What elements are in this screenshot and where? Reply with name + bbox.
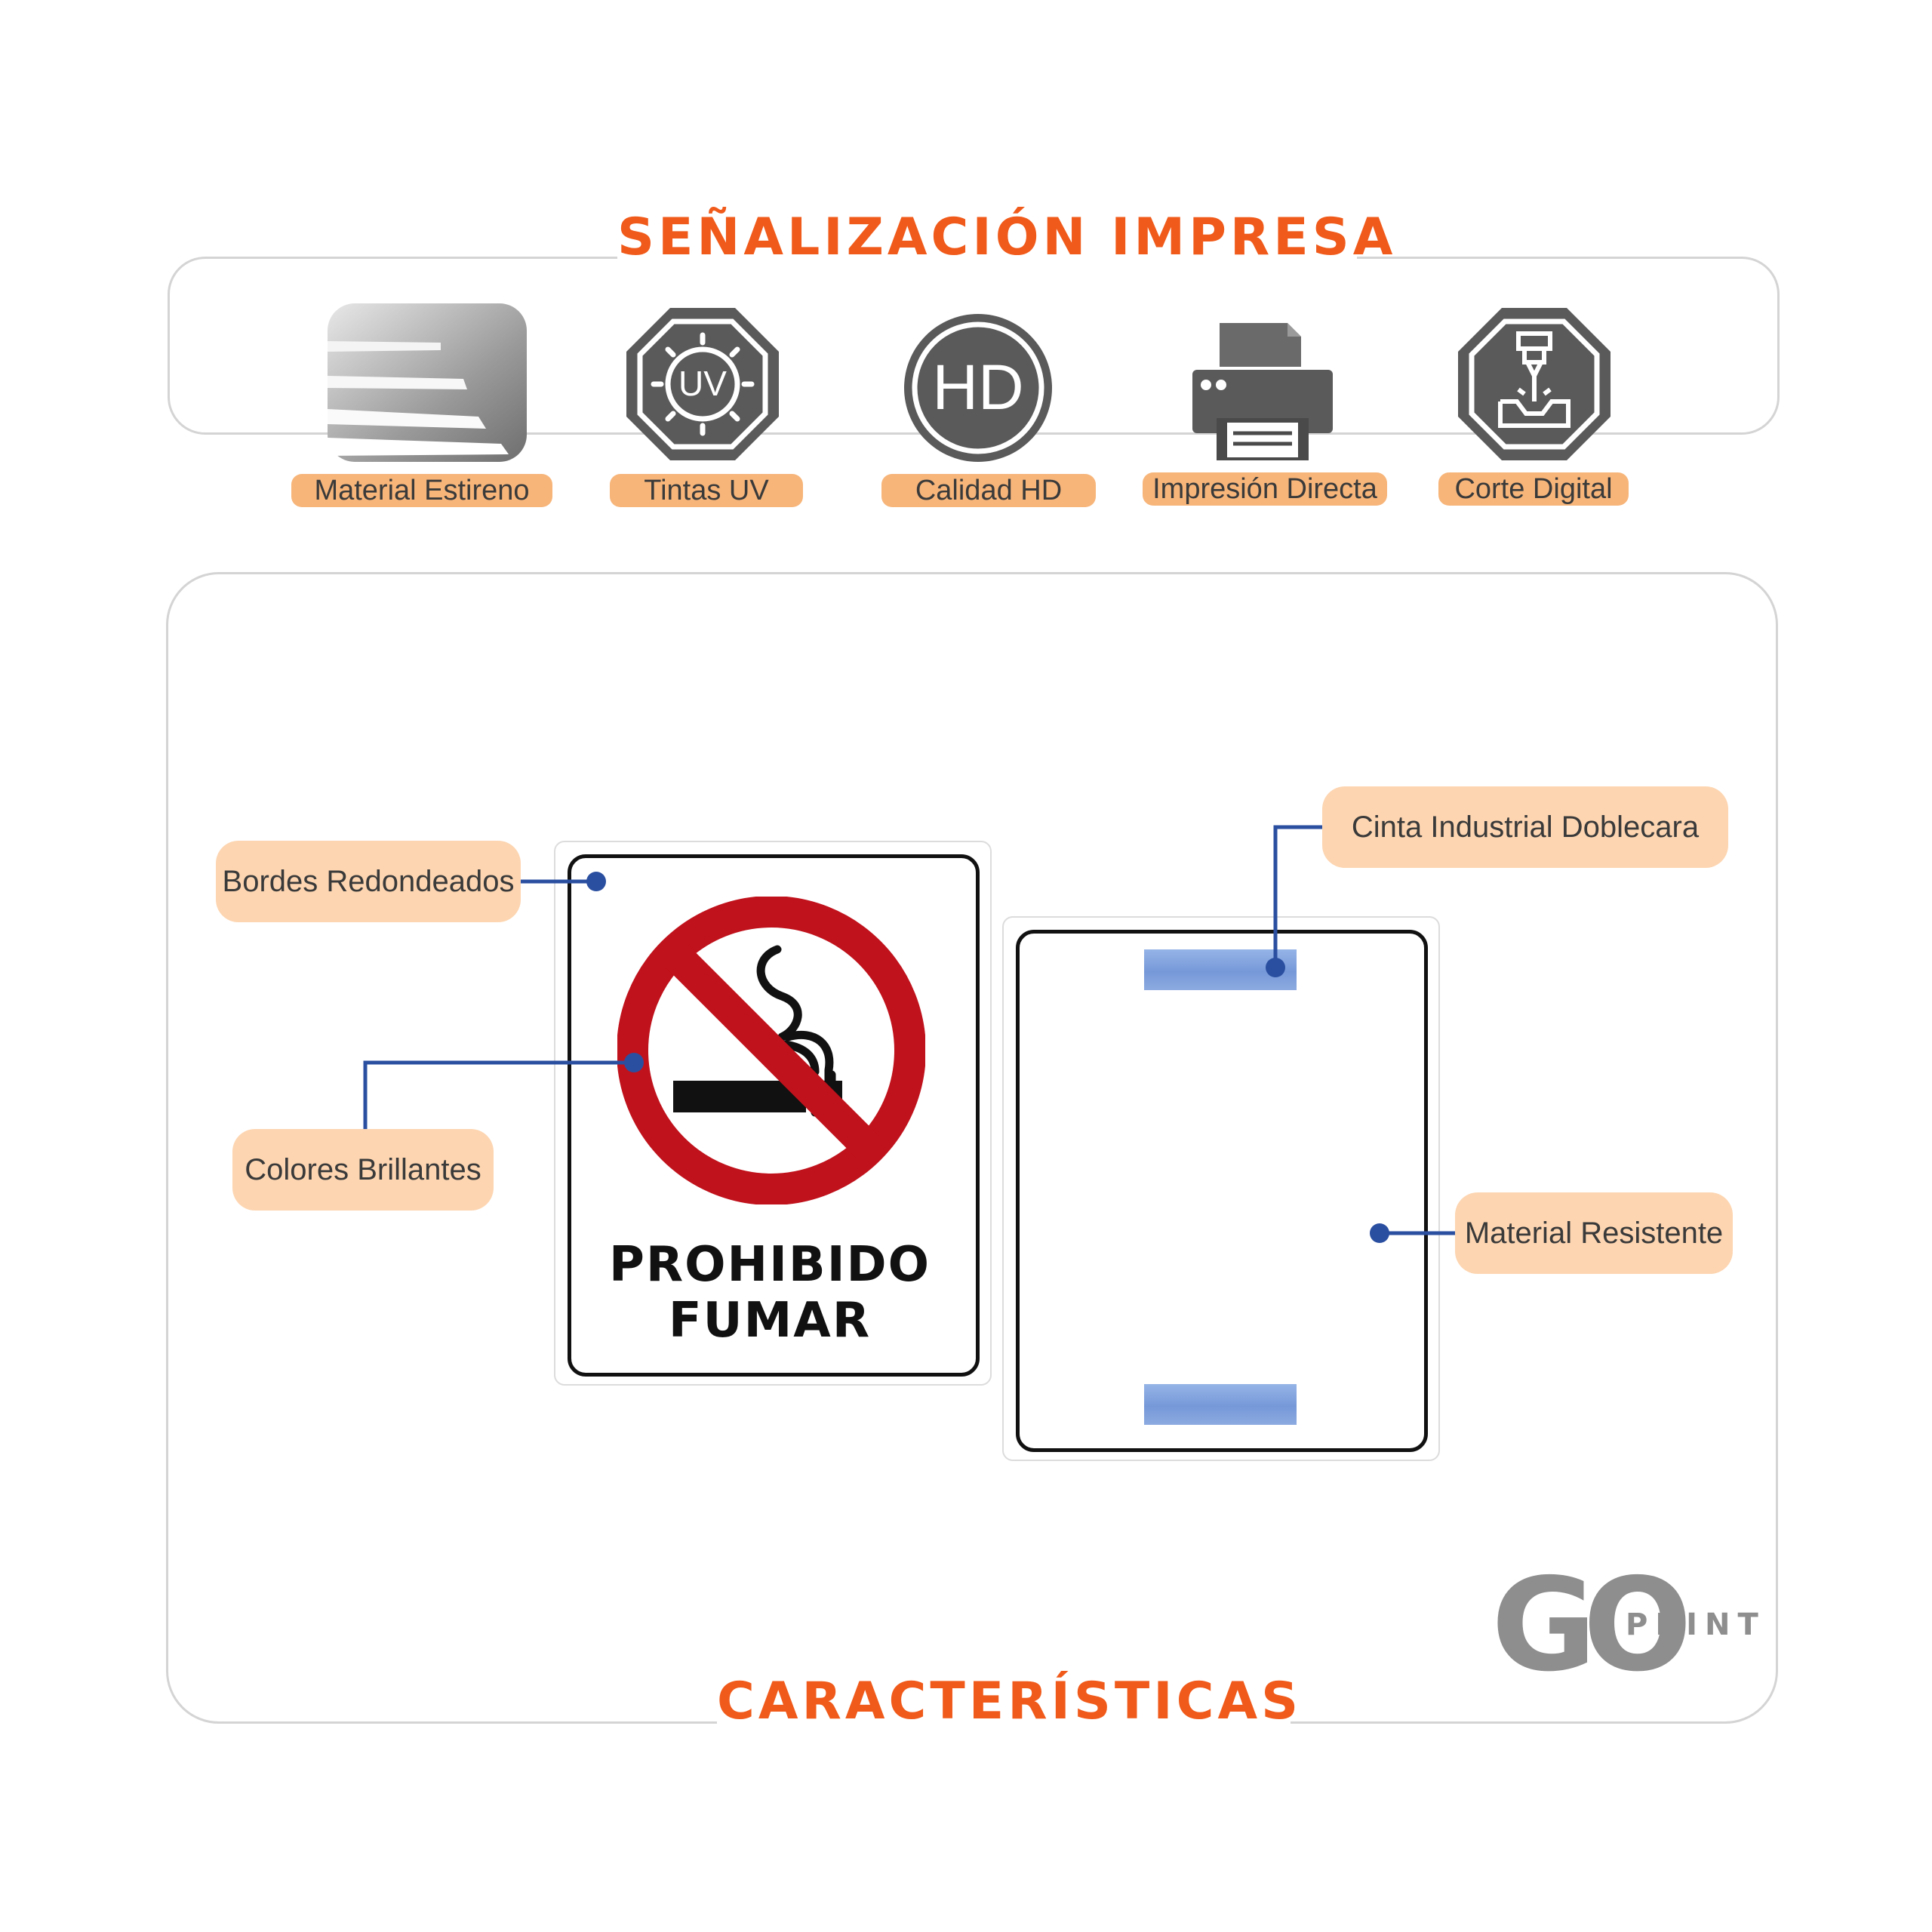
acrylic-sheets-icon — [328, 303, 527, 462]
callout-material-resistente: Material Resistente — [1455, 1192, 1733, 1274]
callout-cinta-industrial: Cinta Industrial Doblecara — [1322, 786, 1728, 868]
sign-back-border — [1016, 930, 1428, 1452]
page-title: SEÑALIZACIÓN IMPRESA — [617, 204, 1392, 272]
sign-text-line2: FUMAR — [668, 1293, 872, 1349]
uv-ink-icon: UV — [623, 305, 782, 463]
feature-label-hd: Calidad HD — [881, 474, 1096, 507]
no-smoking-icon — [617, 896, 926, 1205]
go-print-logo: GO PRINT — [1491, 1558, 1758, 1694]
hd-quality-icon: HD — [903, 312, 1054, 463]
printer-icon — [1191, 321, 1334, 465]
callout-bordes-redondeados: Bordes Redondeados — [216, 841, 521, 922]
feature-label-corte: Corte Digital — [1438, 472, 1629, 506]
section-title: CARACTERÍSTICAS — [717, 1668, 1298, 1736]
feature-label-uv: Tintas UV — [610, 474, 803, 507]
hd-icon-text: HD — [932, 352, 1023, 423]
double-sided-tape-bottom — [1144, 1384, 1297, 1425]
laser-cut-icon — [1455, 305, 1614, 463]
sign-text-line1: PROHIBIDO — [608, 1237, 931, 1293]
logo-print-text: PRINT — [1626, 1607, 1766, 1642]
callout-colores-brillantes: Colores Brillantes — [232, 1129, 494, 1211]
logo-go-text: GO — [1491, 1551, 1692, 1700]
uv-icon-text: UV — [678, 364, 727, 403]
feature-label-impresion: Impresión Directa — [1143, 472, 1387, 506]
feature-label-material: Material Estireno — [291, 474, 552, 507]
